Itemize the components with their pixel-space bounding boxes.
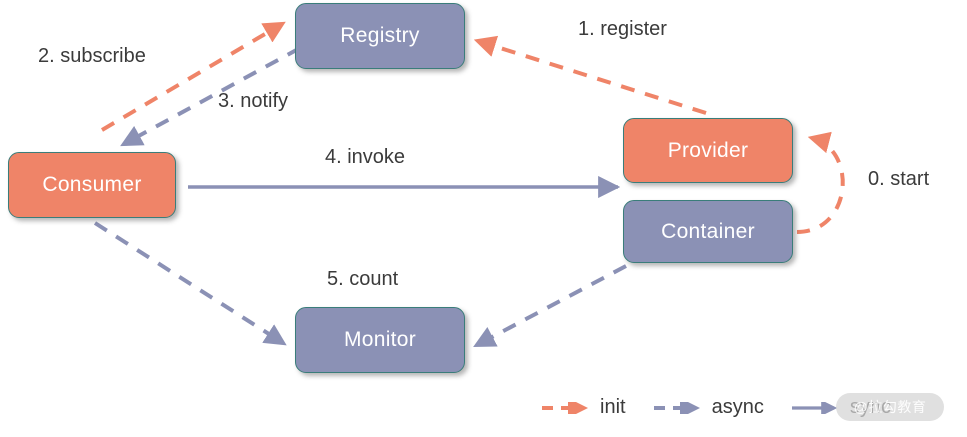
node-provider-label: Provider [667,138,749,162]
watermark: @拉勾教育 [836,393,944,421]
legend-label-init: init [600,395,626,418]
edge-register [473,35,707,115]
legend-item-async: async [652,396,764,419]
edge-label-notify: 3. notify [218,90,289,112]
edge-label-subscribe: 2. subscribe [38,45,146,67]
node-registry[interactable]: Registry [295,3,465,69]
legend-item-init: init [540,396,626,419]
node-provider[interactable]: Provider [623,118,793,183]
node-consumer-label: Consumer [42,173,142,196]
edge-subscribe [100,21,286,132]
legend-swatch-async-icon [652,398,704,418]
edge-count-consumer [93,221,287,346]
edge-start [796,131,845,234]
node-registry-label: Registry [340,24,420,47]
node-container-label: Container [661,219,755,243]
edge-count-container [473,264,627,348]
edge-label-invoke: 4. invoke [325,146,406,168]
edge-label-count: 5. count [327,268,399,290]
node-container[interactable]: Container [623,200,793,263]
edge-label-start: 0. start [868,168,930,190]
node-consumer[interactable]: Consumer [8,152,176,218]
legend-swatch-init-icon [540,398,592,418]
legend-label-async: async [711,395,764,418]
node-monitor-label: Monitor [343,328,417,351]
node-monitor[interactable]: Monitor [295,307,465,373]
edge-label-register: 1. register [578,18,667,40]
legend-swatch-sync-icon [790,400,842,416]
